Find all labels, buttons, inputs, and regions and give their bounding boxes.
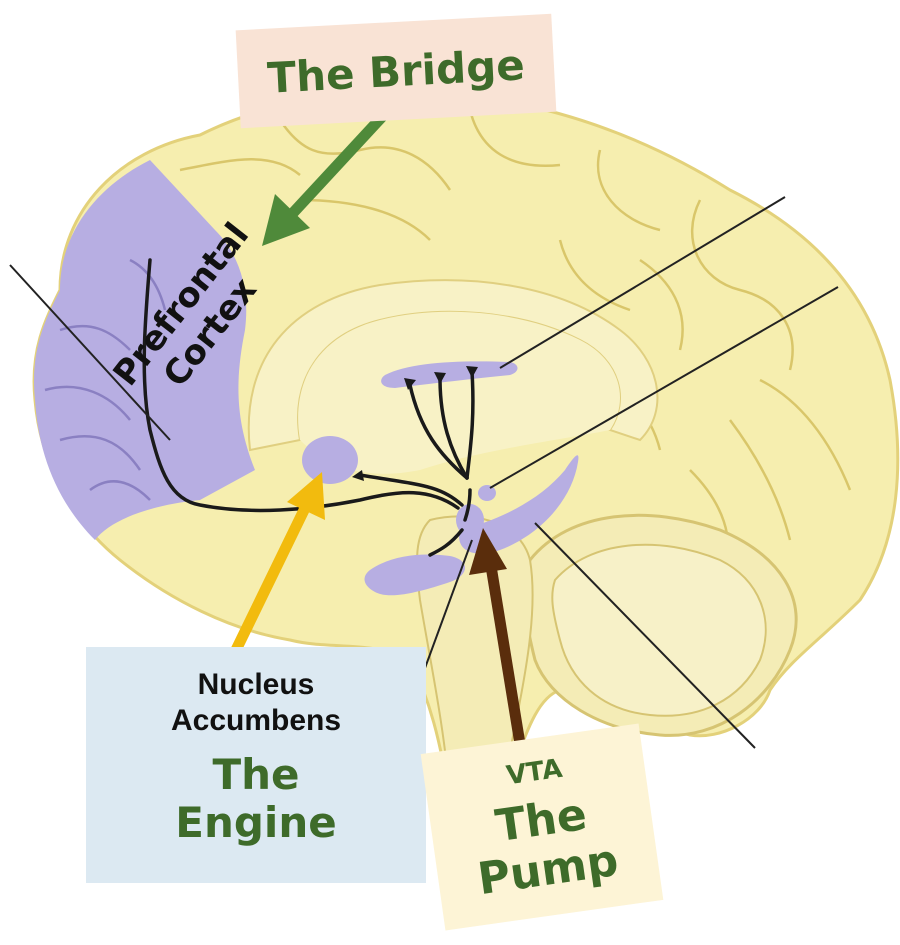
corpus-callosum: [247, 279, 659, 452]
pathway-arrowheads: [352, 366, 478, 481]
hippocampus-region: [459, 455, 579, 554]
engine-arrow: [231, 472, 325, 653]
amygdala-region: [364, 554, 465, 596]
cerebellum-inner: [551, 543, 767, 717]
striatum-region: [381, 361, 518, 388]
vta-region: [456, 504, 484, 536]
dopamine-pathways: [142, 258, 475, 557]
pump-label-line2: Pump: [474, 835, 622, 906]
engine-callout: Nucleus Accumbens The Engine: [86, 647, 426, 883]
bridge-callout: The Bridge: [235, 13, 557, 129]
brain-folds: [179, 109, 852, 581]
thalamus-region: [478, 485, 496, 501]
nucleus-accumbens-region: [302, 436, 358, 484]
pump-arrow: [469, 528, 527, 751]
pointer-lines: [9, 196, 839, 749]
pump-callout: VTA The Pump: [420, 723, 664, 931]
prefrontal-folds: [44, 258, 167, 501]
inner-region: [298, 311, 620, 474]
nucleus-label-line2: Accumbens: [170, 704, 342, 737]
bridge-arrow: [262, 102, 397, 246]
nucleus-label-line1: Nucleus: [197, 668, 315, 701]
engine-label-line1: The: [212, 750, 300, 799]
bridge-label: The Bridge: [266, 39, 526, 103]
vta-label: VTA: [504, 753, 565, 792]
engine-label-line2: Engine: [175, 798, 337, 847]
